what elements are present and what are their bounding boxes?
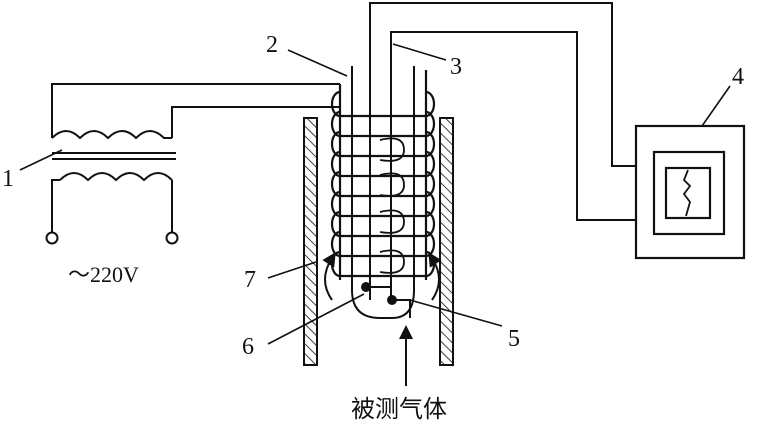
label-7: 7: [244, 267, 256, 293]
transformer-secondary-coil: [51, 130, 172, 140]
measuring-instrument: [634, 124, 746, 260]
instrument-panel: [652, 150, 726, 236]
leader-5: [409, 299, 503, 327]
thermocouple-junction: [361, 282, 371, 292]
leader-2: [287, 49, 348, 77]
supply-lead-left: [51, 179, 60, 232]
label-4: 4: [732, 64, 744, 90]
leader-3: [392, 43, 447, 61]
supply-terminal-right: [165, 231, 179, 245]
instrument-display: [664, 166, 712, 220]
outer-tube: [303, 117, 454, 366]
label-3: 3: [450, 54, 462, 80]
flow-arrow-right: [428, 252, 442, 301]
leader-7: [267, 261, 317, 279]
leader-lines: [19, 43, 731, 345]
probe-assembly: [330, 2, 636, 319]
gas-inlet-label: 被测气体: [351, 395, 447, 423]
signal-wire-inner: [390, 31, 636, 300]
inner-wire-coil: [379, 137, 405, 274]
probe-tube: [351, 66, 415, 319]
flow-arrow-left: [322, 252, 336, 301]
instrument-case: [634, 124, 746, 260]
heater-coil: [330, 70, 436, 280]
transformer-lead-right: [171, 106, 340, 138]
supply-terminal-left: [45, 231, 59, 245]
transformer: [45, 83, 340, 245]
leader-1: [19, 149, 63, 171]
signal-wire-outer: [369, 2, 636, 300]
instrument-needle: [682, 169, 692, 217]
supply-voltage-label: ～220V: [68, 262, 139, 287]
outer-tube-wall-left: [303, 117, 318, 366]
label-2: 2: [266, 32, 278, 58]
part-labels: 1 2 3 4 5 6 7 ～220V 被测气体: [2, 32, 744, 423]
label-1: 1: [2, 166, 14, 192]
outer-tube-wall-right: [439, 117, 454, 366]
transformer-primary-coil: [59, 172, 173, 182]
flow-arrows: [322, 252, 442, 386]
label-5: 5: [508, 326, 520, 352]
transformer-lead-top: [51, 83, 340, 138]
leader-4: [701, 85, 731, 127]
label-6: 6: [242, 334, 254, 360]
leader-6: [267, 293, 365, 345]
